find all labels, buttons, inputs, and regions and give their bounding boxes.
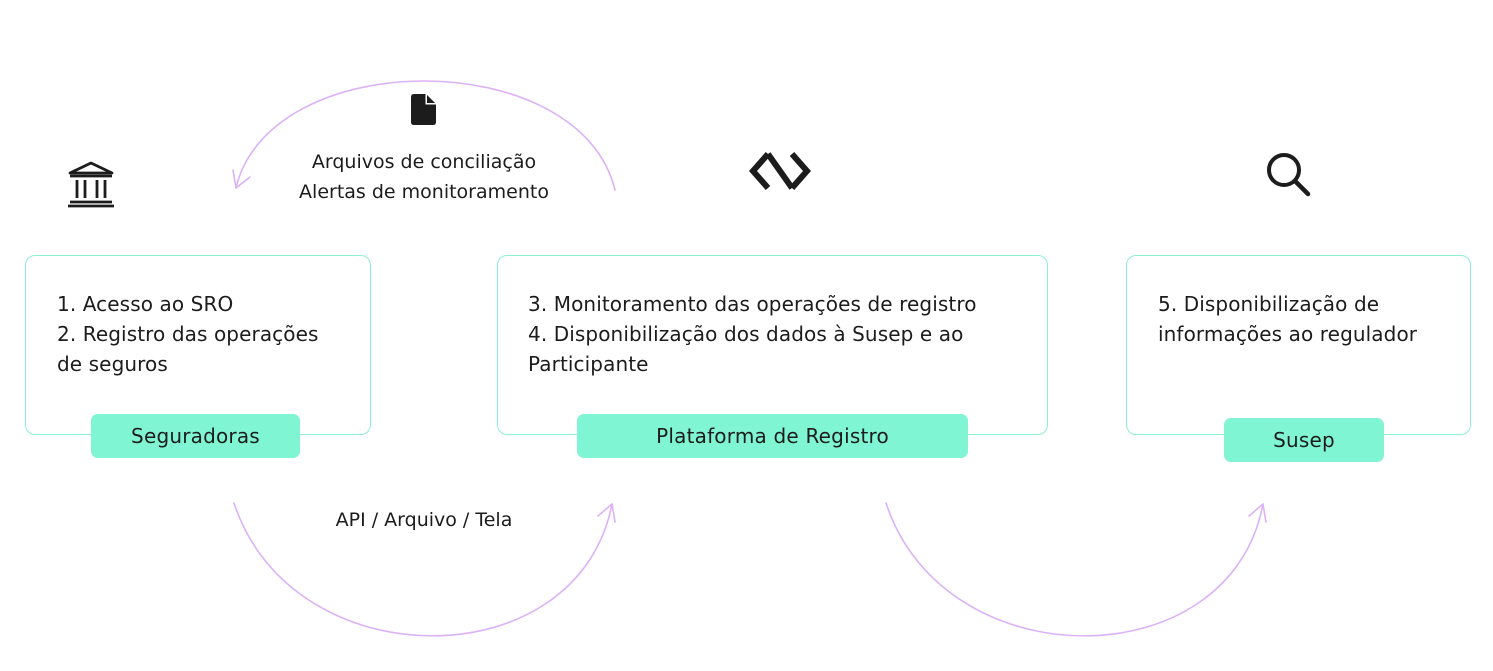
susep-tag: Susep	[1224, 418, 1384, 462]
susep-box	[1126, 255, 1471, 435]
seguradoras-step-line-2: 2. Registro das operações	[57, 322, 319, 346]
susep-step-line-2: informações ao regulador	[1158, 322, 1418, 346]
plataforma-tag: Plataforma de Registro	[577, 414, 968, 458]
return-arc-arrowhead	[232, 169, 251, 189]
search-icon	[1267, 153, 1311, 197]
submit-arc	[233, 502, 613, 637]
document-icon	[411, 94, 436, 125]
regulator-arc-arrowhead	[1248, 503, 1267, 523]
seguradoras-tag: Seguradoras	[91, 414, 300, 458]
return-flow-label-line-1: Arquivos de conciliação	[311, 151, 537, 173]
seguradoras-box	[25, 255, 371, 435]
return-flow-label-line-2: Alertas de monitoramento	[299, 181, 549, 203]
seguradoras-step-line-3: de seguros	[57, 352, 168, 376]
submission-channels-label: API / Arquivo / Tela	[294, 505, 554, 535]
plataforma-step-line-1: 3. Monitoramento das operações de regist…	[528, 292, 977, 316]
regulator-arc	[885, 502, 1264, 637]
seguradoras-step-line-1: 1. Acesso ao SRO	[57, 292, 234, 316]
return-flow-label: Arquivos de conciliação Alertas de monit…	[274, 147, 574, 207]
seguradoras-steps: 1. Acesso ao SRO 2. Registro das operaçõ…	[57, 289, 319, 379]
bank-icon	[68, 161, 114, 208]
return-arc	[235, 80, 616, 191]
plataforma-box	[497, 255, 1048, 435]
submission-channels-text: API / Arquivo / Tela	[335, 509, 513, 531]
susep-step-line-1: 5. Disponibilização de	[1158, 292, 1380, 316]
submit-arc-arrowhead	[597, 503, 616, 523]
plataforma-steps: 3. Monitoramento das operações de regist…	[528, 289, 977, 379]
plataforma-step-line-2: 4. Disponibilização dos dados à Susep e …	[528, 322, 964, 346]
platform-logo-icon	[748, 152, 812, 190]
susep-steps: 5. Disponibilização de informações ao re…	[1158, 289, 1417, 349]
plataforma-step-line-3: Participante	[528, 352, 649, 376]
